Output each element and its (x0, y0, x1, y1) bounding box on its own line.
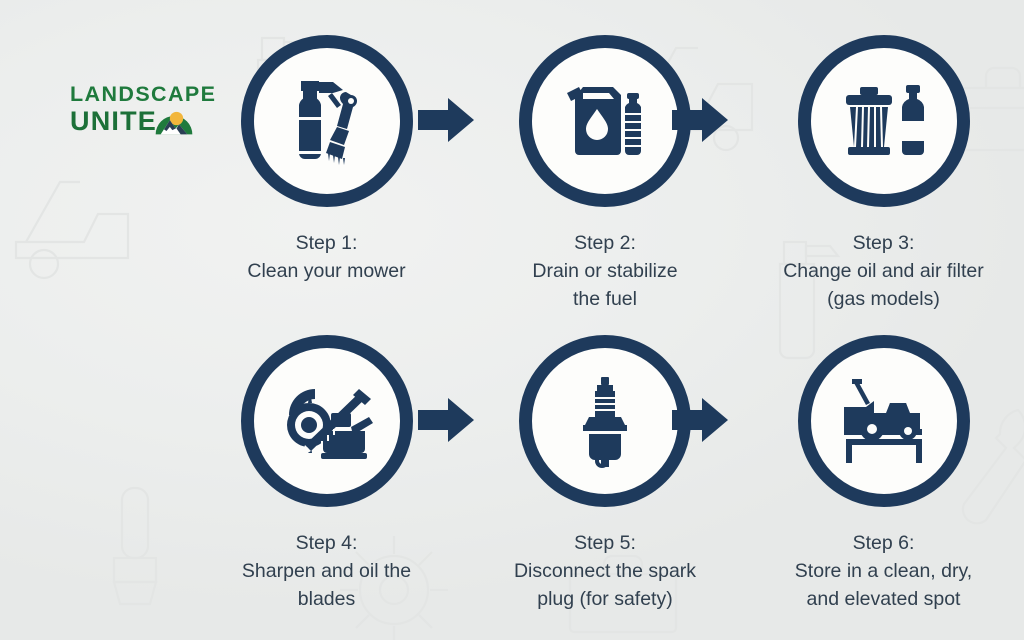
mower-on-table-icon (843, 379, 922, 463)
logo-line-2: UNITE (70, 106, 157, 136)
step-5-title: Step 5: (574, 532, 636, 554)
step-6-caption: Step 6: Store in a clean, dry,and elevat… (756, 529, 1011, 613)
step-3[interactable]: Step 3: Change oil and air filter(gas mo… (762, 35, 1005, 313)
arrow-right-icon (672, 98, 728, 142)
step-3-circle[interactable] (797, 35, 970, 207)
arrow-right-icon (418, 398, 474, 442)
step-3-desc: Change oil and air filter(gas models) (783, 260, 984, 310)
grinder-blade-and-oil-can-icon (284, 389, 373, 459)
step-1-desc: Clean your mower (247, 260, 406, 282)
step-6-desc: Store in a clean, dry,and elevated spot (794, 560, 973, 610)
step-1-title: Step 1: (295, 232, 358, 254)
brand-logo[interactable]: LANDSCAPE UNITE (70, 82, 265, 144)
step-1-circle[interactable] (240, 35, 413, 207)
step-1-caption: Step 1: Clean your mower (199, 229, 454, 285)
mountain-sun-badge-icon (155, 111, 193, 135)
arrow-1 (418, 96, 474, 144)
step-5-circle[interactable] (519, 335, 691, 507)
step-4-circle[interactable] (240, 335, 413, 507)
step-2-circle[interactable] (519, 35, 691, 207)
step-6[interactable]: Step 6: Store in a clean, dry,and elevat… (762, 335, 1005, 613)
spray-bottle-and-brush-icon (298, 81, 357, 165)
step-2-title: Step 2: (574, 232, 636, 254)
arrow-right-icon (672, 398, 728, 442)
steps-row-top: Step 1: Clean your mower (205, 35, 1005, 313)
step-6-title: Step 6: (852, 532, 915, 554)
spark-plug-icon (583, 377, 627, 468)
step-3-title: Step 3: (852, 232, 915, 254)
air-filter-and-oil-bottle-icon (845, 85, 924, 155)
arrow-4 (672, 396, 728, 444)
step-4-title: Step 4: (295, 532, 358, 554)
logo-line-1: LANDSCAPE (70, 82, 217, 106)
arrow-right-icon (418, 98, 474, 142)
arrow-2 (672, 96, 728, 144)
step-1[interactable]: Step 1: Clean your mower (205, 35, 448, 285)
arrow-3 (418, 396, 474, 444)
step-6-circle[interactable] (797, 335, 970, 507)
step-3-caption: Step 3: Change oil and air filter(gas mo… (756, 229, 1011, 313)
fuel-can-and-bottle-icon (567, 87, 641, 155)
